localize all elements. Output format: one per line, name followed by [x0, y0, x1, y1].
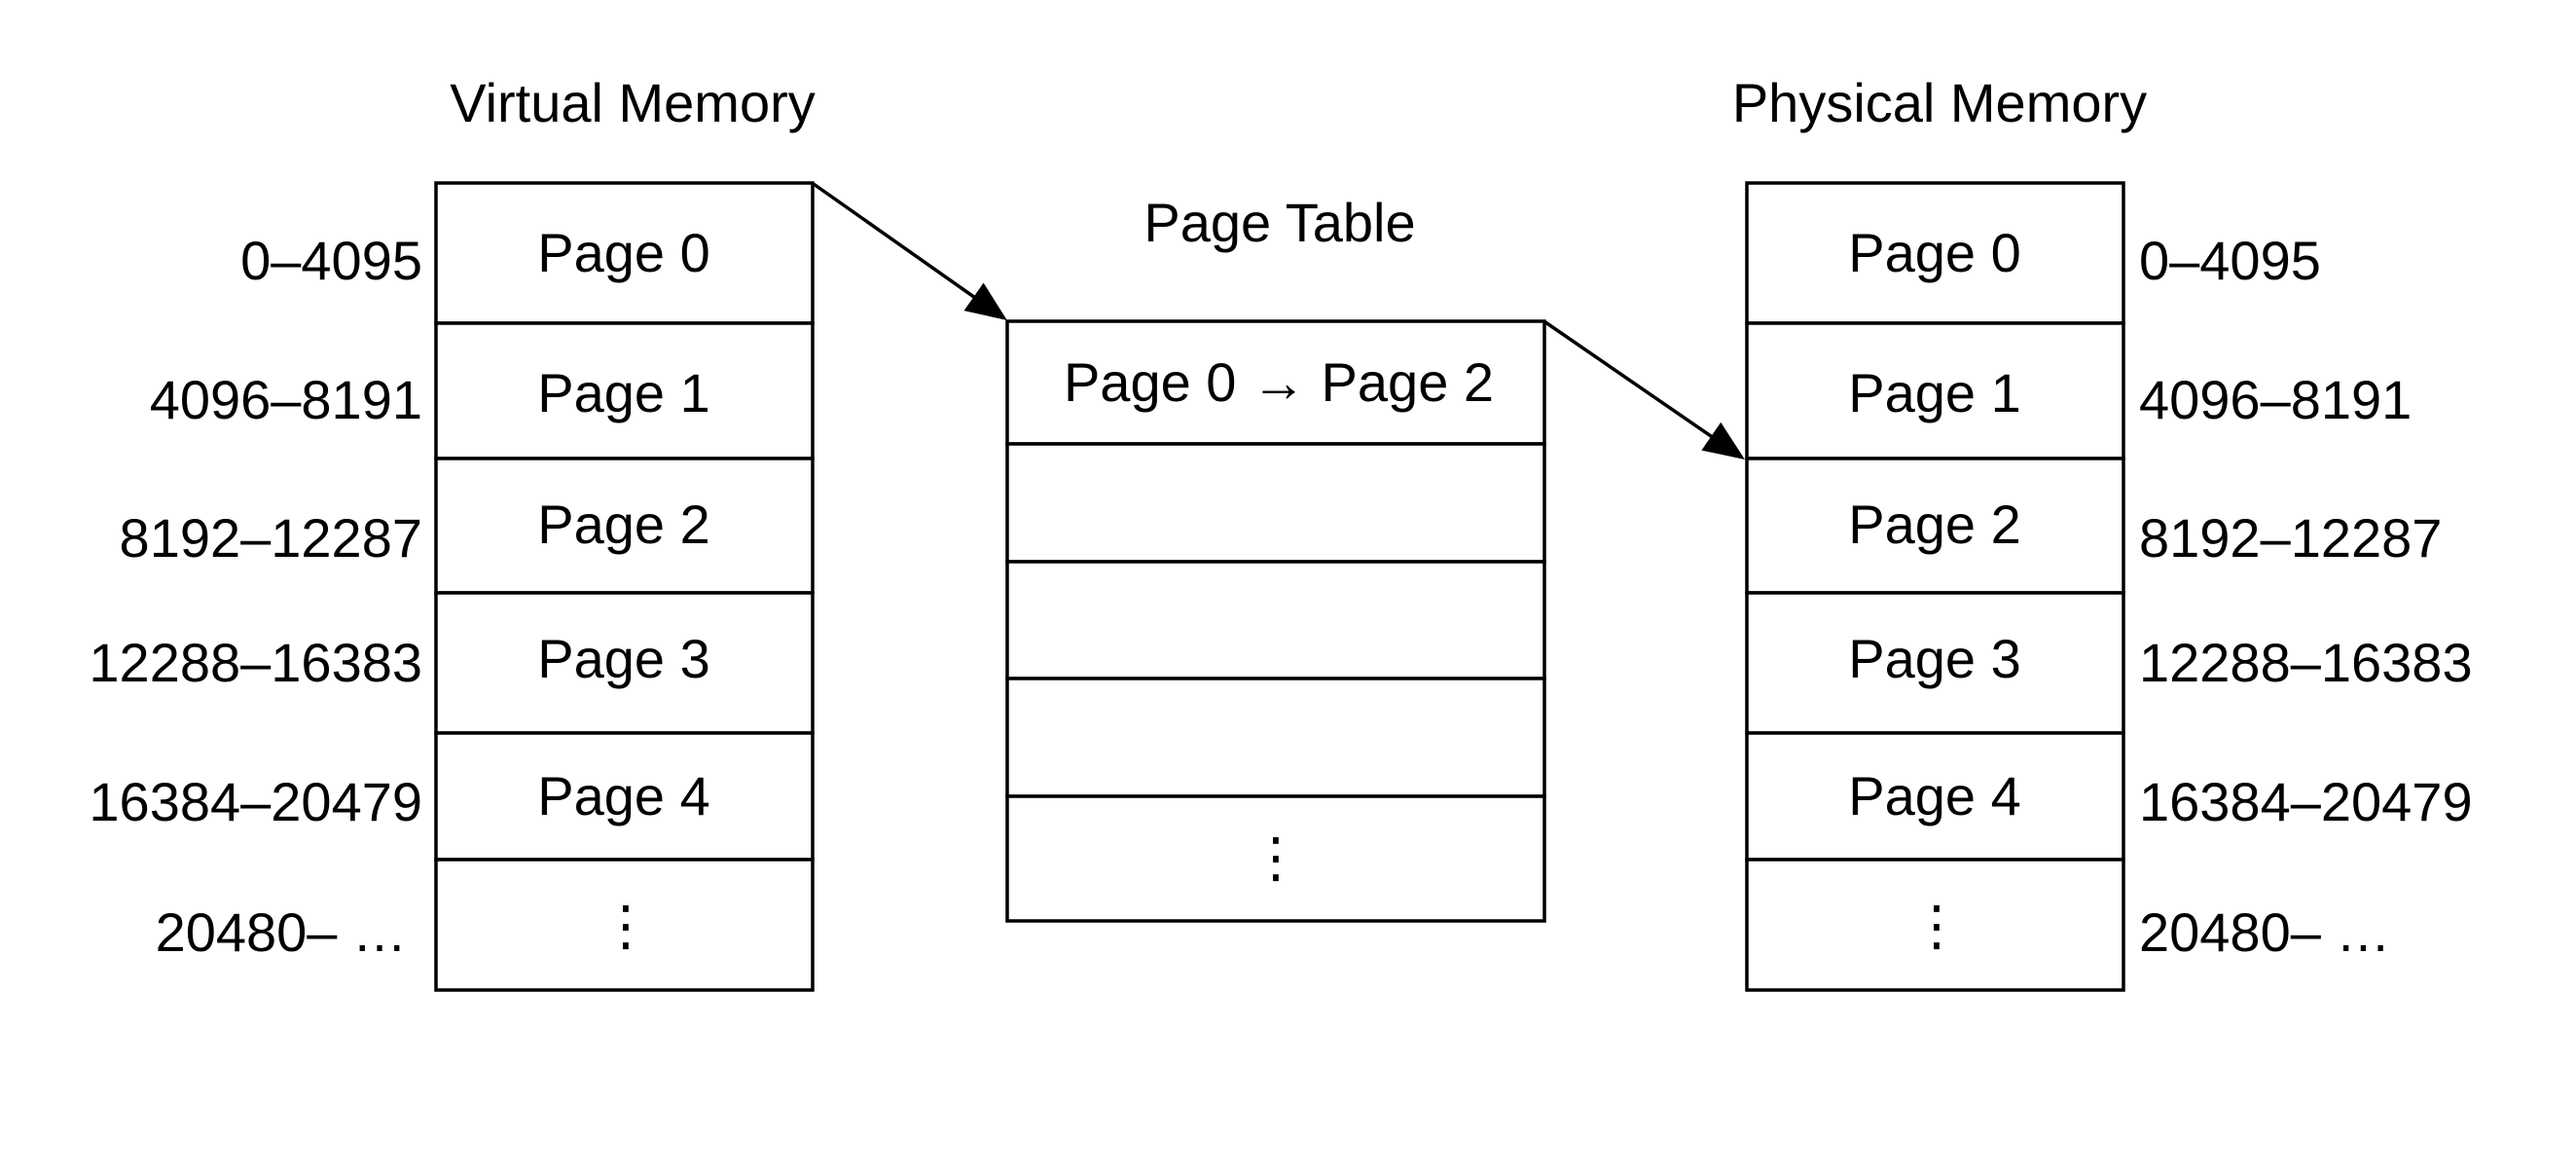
physical-page-2-cell	[1745, 457, 2125, 595]
virtual-address-range: 20480– …	[156, 901, 407, 963]
virtual-page-label: Page 3	[537, 628, 710, 689]
physical-memory: Physical Memory Page 0 Page 1 Page 2 Pag…	[1732, 72, 2473, 992]
virtual-address-range: 8192–12287	[120, 507, 422, 569]
physical-page-label: Page 3	[1848, 628, 2021, 689]
physical-page-label: Page 4	[1848, 765, 2021, 826]
page-table-ellipsis-cell	[1005, 794, 1546, 923]
physical-address-range: 4096–8191	[2139, 369, 2412, 430]
virtual-memory-title: Virtual Memory	[450, 72, 816, 133]
physical-page-1-cell	[1745, 321, 2125, 460]
physical-address-range: 16384–20479	[2139, 771, 2473, 832]
virtual-address-range: 16384–20479	[89, 771, 422, 832]
physical-memory-title: Physical Memory	[1732, 72, 2147, 133]
physical-address-range: 8192–12287	[2139, 507, 2442, 569]
page-table-entry-cell	[1005, 442, 1546, 564]
page-table-entry-cell	[1005, 677, 1546, 798]
physical-ellipsis-cell	[1745, 858, 2125, 992]
virtual-page-3-cell	[434, 591, 815, 735]
physical-ellipsis-label: ⋮	[1909, 895, 1964, 956]
virtual-page-1-cell	[434, 321, 815, 460]
physical-address-range: 0–4095	[2139, 230, 2321, 291]
physical-page-label: Page 2	[1848, 494, 2021, 555]
virtual-memory: Virtual Memory Page 0 Page 1 Page 2 Page…	[89, 72, 816, 992]
virtual-page-label: Page 2	[537, 494, 710, 555]
virtual-page-0-cell	[434, 181, 815, 325]
virtual-address-range: 4096–8191	[150, 369, 422, 430]
physical-address-range: 20480– …	[2139, 901, 2390, 963]
physical-address-range: 12288–16383	[2139, 632, 2473, 693]
virtual-address-range: 12288–16383	[89, 632, 422, 693]
virtual-address-range: 0–4095	[240, 230, 422, 291]
virtual-ellipsis-label: ⋮	[599, 895, 653, 956]
page-table-to-physical-arrow	[1544, 320, 1745, 459]
virtual-page-label: Page 4	[537, 765, 710, 826]
virtual-ellipsis-cell	[434, 858, 815, 992]
page-table-title: Page Table	[1143, 192, 1415, 253]
page-table-ellipsis-label: ⋮	[1249, 826, 1303, 888]
virtual-page-label: Page 1	[537, 362, 710, 423]
page-table: Page Table Page 0 → Page 2 ⋮	[1005, 192, 1546, 923]
physical-page-label: Page 0	[1848, 222, 2021, 283]
physical-page-label: Page 1	[1848, 362, 2021, 423]
page-table-entry-label: Page 0 → Page 2	[1064, 351, 1494, 413]
physical-page-3-cell	[1745, 591, 2125, 735]
virtual-page-label: Page 0	[537, 222, 710, 283]
virtual-page-2-cell	[434, 457, 815, 595]
virtual-to-page-table-arrow	[812, 182, 1007, 321]
page-table-entry-cell	[1005, 560, 1546, 680]
